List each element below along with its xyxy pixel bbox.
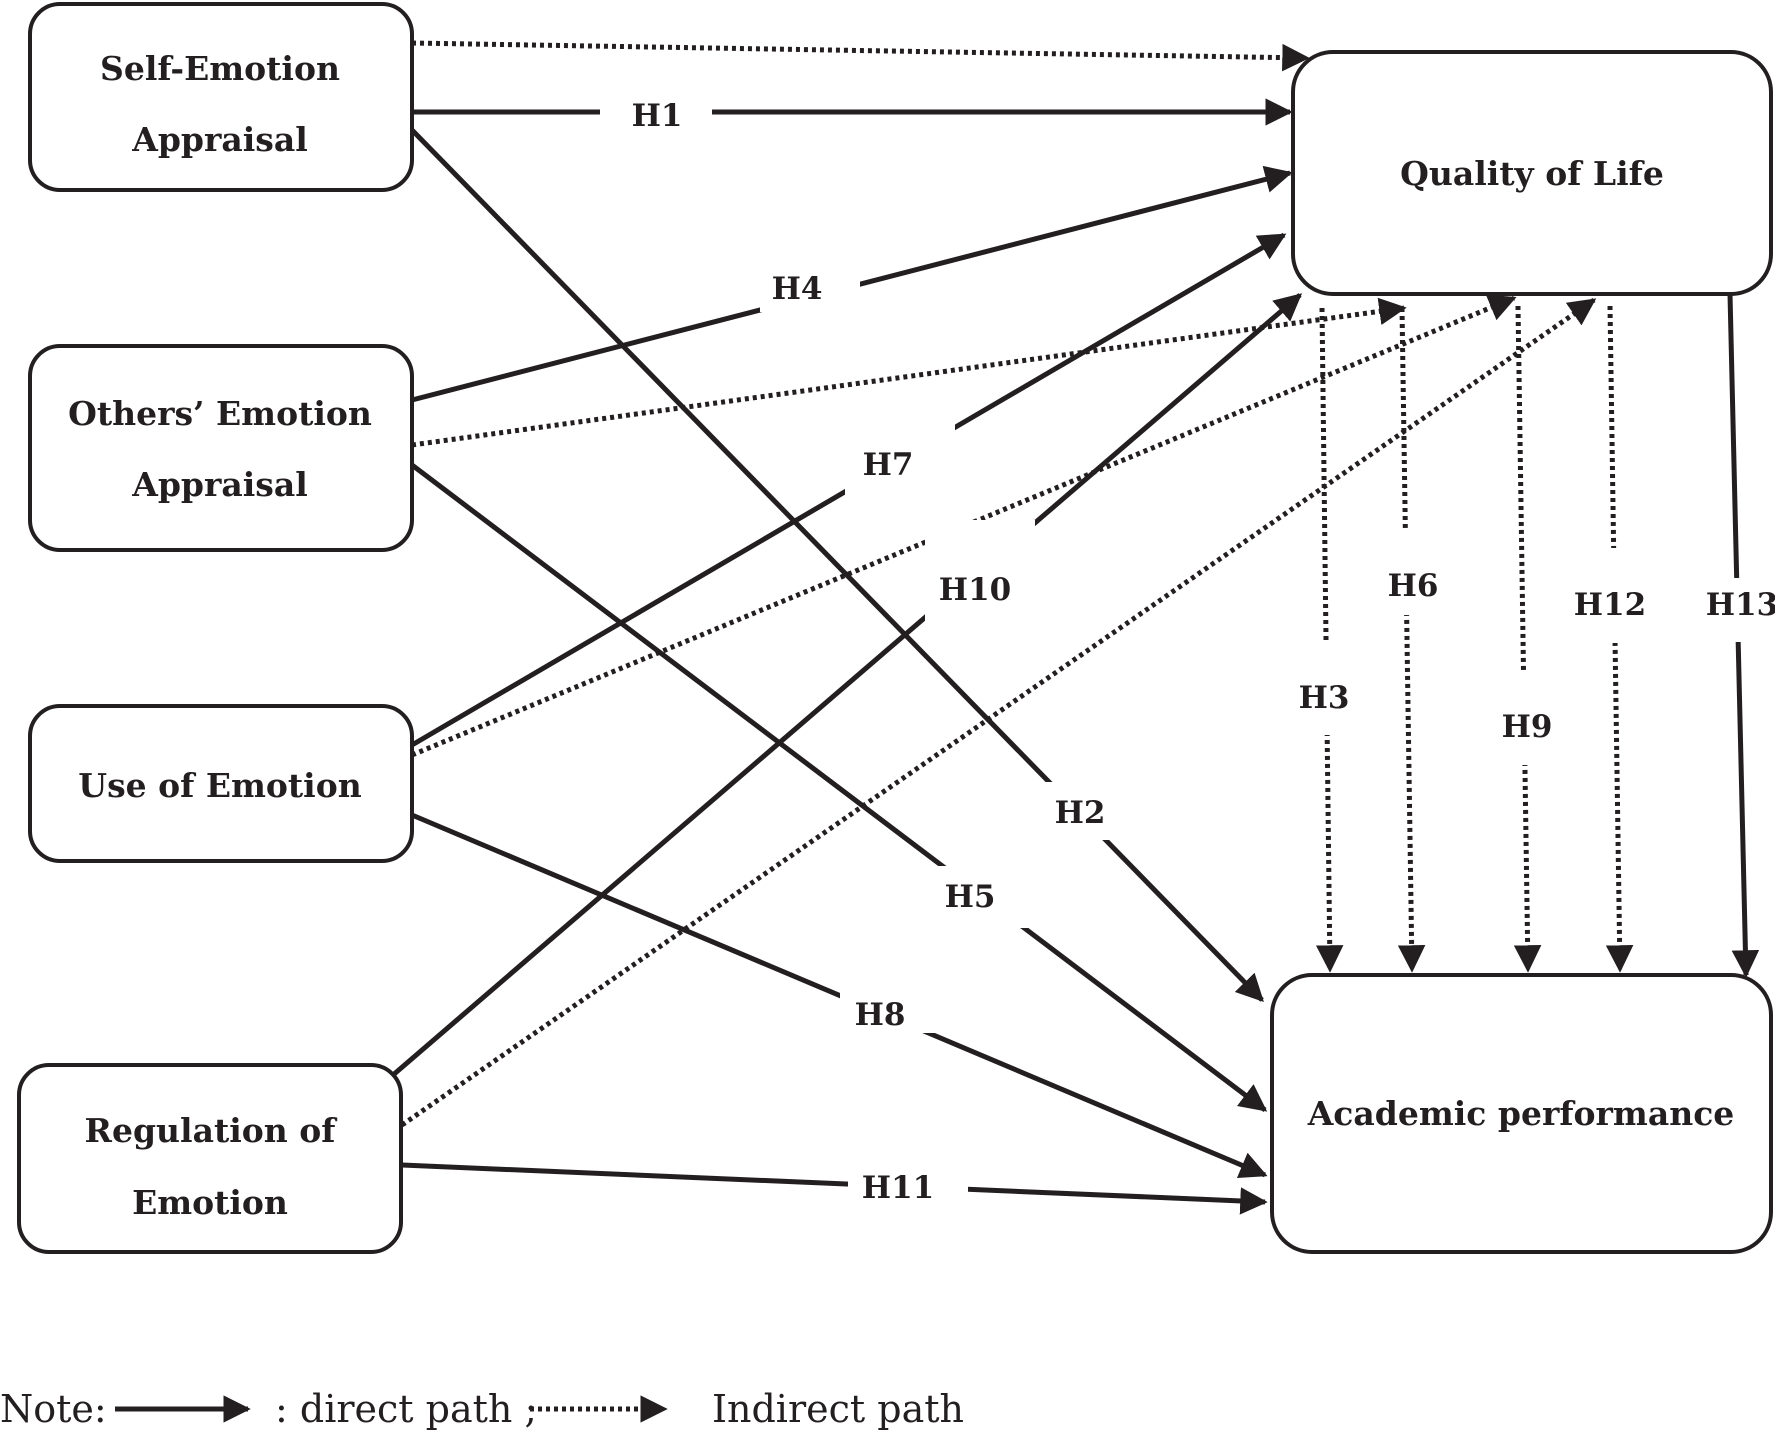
node-label: Use of Emotion <box>78 766 361 805</box>
legend: Note: : direct path ; Indirect path <box>0 1387 964 1431</box>
label-h11: H11 <box>862 1170 934 1206</box>
hypothesis-labels: H1 H4 H7 H10 H2 H5 H8 H11 H3 H6 H9 H12 H… <box>600 94 1775 1210</box>
node-use-of-emotion: Use of Emotion <box>28 704 414 863</box>
node-quality-of-life: Quality of Life <box>1291 50 1773 296</box>
legend-indirect-label: Indirect path <box>712 1387 964 1431</box>
node-label: Regulation of <box>85 1111 338 1150</box>
label-h9: H9 <box>1502 709 1553 745</box>
node-label: Appraisal <box>131 465 308 504</box>
edge-uoe-to-qol-indirect <box>411 294 1517 758</box>
edge-h8 <box>411 812 1268 1179</box>
edge-h10 <box>391 293 1303 1077</box>
node-others-emotion-appraisal: Others’ Emotion Appraisal <box>28 344 414 552</box>
node-label: Emotion <box>132 1183 288 1222</box>
label-h5: H5 <box>945 879 996 915</box>
node-regulation-of-emotion: Regulation of Emotion <box>17 1063 403 1254</box>
node-self-emotion-appraisal: Self-Emotion Appraisal <box>28 2 414 192</box>
legend-direct-label: : direct path ; <box>275 1387 537 1431</box>
edge-h5 <box>410 463 1268 1112</box>
edges <box>391 40 1760 1215</box>
edge-h2 <box>410 128 1264 1002</box>
label-h1: H1 <box>632 98 683 134</box>
node-label: Self-Emotion <box>100 49 340 88</box>
edge-oea-to-qol-indirect <box>411 297 1407 448</box>
label-h3: H3 <box>1299 680 1350 716</box>
edge-h6 <box>1397 307 1426 973</box>
edge-h12 <box>1605 305 1634 973</box>
node-label: Quality of Life <box>1400 154 1664 193</box>
label-h6: H6 <box>1388 568 1439 604</box>
label-h7: H7 <box>863 447 914 483</box>
node-label: Academic performance <box>1307 1094 1735 1133</box>
edge-h3 <box>1315 307 1344 973</box>
edge-sea-to-qol-indirect <box>411 40 1310 72</box>
label-h10: H10 <box>939 572 1011 608</box>
node-label: Appraisal <box>131 120 308 159</box>
label-h13: H13 <box>1706 587 1775 623</box>
legend-note: Note: <box>0 1387 107 1431</box>
edge-h11 <box>401 1162 1268 1215</box>
label-h4: H4 <box>772 271 823 307</box>
node-label: Others’ Emotion <box>68 394 372 433</box>
label-h2: H2 <box>1055 795 1106 831</box>
node-academic-performance: Academic performance <box>1270 973 1773 1254</box>
label-h12: H12 <box>1574 587 1646 623</box>
edge-roe-to-qol-indirect <box>400 297 1597 1128</box>
label-h8: H8 <box>855 997 906 1033</box>
edge-h9 <box>1513 305 1542 973</box>
